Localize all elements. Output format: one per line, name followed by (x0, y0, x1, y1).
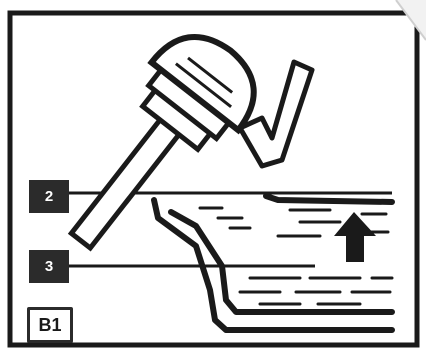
figure-frame (7, 10, 420, 348)
reservoir-icon (151, 193, 395, 333)
checkmark-icon (237, 59, 315, 169)
callout-2-number: 2 (44, 188, 54, 205)
up-arrow-icon (334, 212, 376, 262)
panel-label-text: B1 (38, 314, 62, 335)
callout-3: 3 (29, 250, 69, 283)
callout-3-number: 3 (44, 258, 54, 275)
callout-2: 2 (29, 180, 69, 213)
panel-label: B1 (27, 307, 73, 343)
page-corner-edge (395, 0, 426, 41)
fluid-hatching (198, 206, 394, 306)
filler-cap-icon (67, 34, 257, 252)
